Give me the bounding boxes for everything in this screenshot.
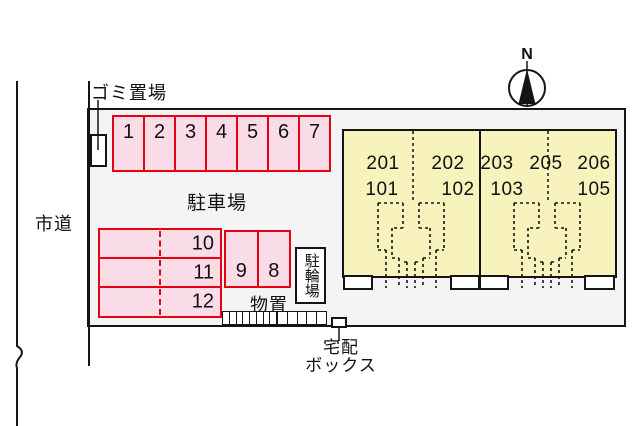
parking-space-number: 7 <box>308 121 321 143</box>
parking-space-wide: 12 <box>98 286 222 318</box>
garbage-area-label: ゴミ置場 <box>91 83 167 103</box>
parking-divider-dashed <box>159 260 161 285</box>
building-right <box>479 129 617 278</box>
entrance-step <box>450 275 480 290</box>
parking-space: 6 <box>267 115 300 172</box>
parking-space-wide: 11 <box>98 257 222 288</box>
storage-units-row-2 <box>277 311 327 325</box>
unit-number: 105 <box>577 179 611 200</box>
parking-space: 4 <box>205 115 238 172</box>
unit-number: 205 <box>529 153 563 174</box>
entrance-step <box>343 275 373 290</box>
garbage-box <box>90 134 107 167</box>
unit-number: 203 <box>480 153 514 174</box>
parking-divider-dashed <box>159 289 161 315</box>
storage-unit <box>316 311 327 325</box>
bicycle-parking-box: 駐輪場 <box>295 247 326 304</box>
parking-space-number: 9 <box>235 260 247 282</box>
compass-needle <box>518 69 536 104</box>
parking-space-number: 11 <box>193 261 214 283</box>
parking-space: 8 <box>256 230 291 288</box>
parking-space-number: 5 <box>246 121 259 143</box>
parking-space-number: 8 <box>268 260 280 282</box>
road-label: 市道 <box>35 214 73 234</box>
parking-space-number: 1 <box>122 121 135 143</box>
unit-number: 202 <box>431 153 465 174</box>
entrance-step <box>584 275 615 290</box>
unit-number: 101 <box>365 179 399 200</box>
north-label: N <box>521 46 533 63</box>
parking-space-number: 4 <box>215 121 228 143</box>
parking-space-number: 3 <box>184 121 197 143</box>
parking-area-label: 駐車場 <box>187 193 248 214</box>
parking-space: 3 <box>174 115 207 172</box>
delivery-box-label-line1: 宅配 <box>323 338 359 357</box>
road-edge-line-outer <box>15 81 23 426</box>
delivery-box-label: 宅配 ボックス <box>296 339 386 375</box>
delivery-box-label-line2: ボックス <box>305 356 377 375</box>
parking-row-top: 1 2 3 4 5 6 7 <box>112 115 331 172</box>
parking-space-number: 10 <box>191 232 214 254</box>
unit-number: 102 <box>441 179 475 200</box>
parking-space-wide: 10 <box>98 228 222 259</box>
unit-number: 206 <box>577 153 611 174</box>
parking-space-number: 12 <box>191 290 214 313</box>
parking-space: 7 <box>298 115 331 172</box>
parking-divider-dashed <box>159 231 161 256</box>
parking-space: 9 <box>224 230 259 288</box>
parking-row-pair: 9 8 <box>224 230 291 288</box>
parking-space: 2 <box>143 115 176 172</box>
storage-unit <box>269 311 277 325</box>
delivery-box <box>331 317 347 328</box>
parking-space-number: 6 <box>277 121 290 143</box>
parking-space: 5 <box>236 115 269 172</box>
parking-space-number: 2 <box>153 121 166 143</box>
entrance-step <box>479 275 509 290</box>
unit-number: 201 <box>366 153 400 174</box>
unit-number: 103 <box>490 179 524 200</box>
storage-label: 物置 <box>250 295 288 315</box>
compass-circle <box>508 69 546 107</box>
north-arrow-icon: N <box>508 46 546 107</box>
parking-space: 1 <box>112 115 145 172</box>
storage-units-row-1 <box>222 311 277 325</box>
building-left <box>342 129 481 278</box>
